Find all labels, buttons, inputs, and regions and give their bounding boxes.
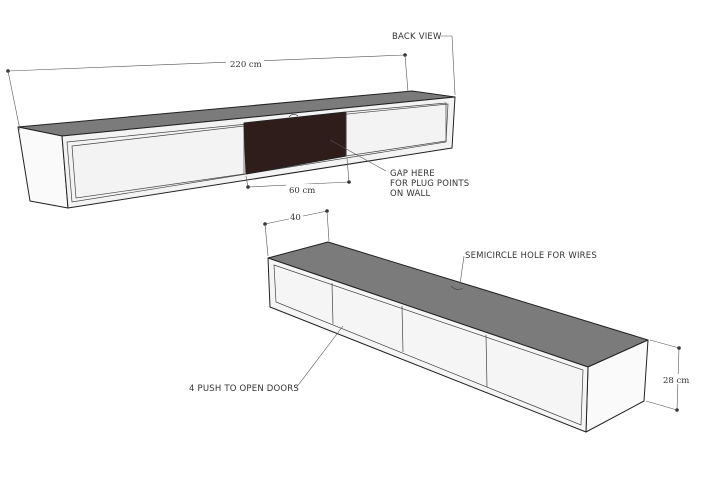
back-unit-right-panel xyxy=(345,102,447,157)
doors-note-callout: 4 PUSH TO OPEN DOORS xyxy=(189,325,344,394)
gap-width-label: 60 cm xyxy=(289,186,315,196)
gap-note-line-2: FOR PLUG POINTS xyxy=(390,179,469,189)
gap-note-line-1: GAP HERE xyxy=(390,169,435,179)
back-view-callout: BACK VIEW xyxy=(392,32,456,96)
door-width-label: 40 xyxy=(290,213,301,223)
back-unit-left-side xyxy=(17,126,69,209)
back-unit-left-panel xyxy=(71,125,245,199)
total-width-dimension: 220 cm xyxy=(6,53,409,131)
height-label: 28 cm xyxy=(663,376,689,386)
door-divider-1 xyxy=(331,282,334,325)
hole-note-label: SEMICIRCLE HOLE FOR WIRES xyxy=(465,251,597,261)
semicircle-wire-hole xyxy=(450,285,464,290)
gap-width-dimension: 60 cm xyxy=(245,157,351,196)
door-width-dimension: 40 xyxy=(263,209,330,257)
back-unit-wire-notch xyxy=(288,113,299,118)
front-view-unit xyxy=(267,241,649,433)
front-unit-front-face xyxy=(267,257,589,433)
door-divider-2 xyxy=(401,305,404,353)
total-width-label: 220 cm xyxy=(230,60,262,70)
front-unit-inner-frame xyxy=(273,264,584,426)
height-dimension: 28 cm xyxy=(645,339,692,412)
back-view-label: BACK VIEW xyxy=(392,32,442,42)
back-view-unit xyxy=(17,90,456,209)
doors-note-label: 4 PUSH TO OPEN DOORS xyxy=(189,384,299,394)
gap-note-callout: GAP HERE FOR PLUG POINTS ON WALL xyxy=(329,139,469,199)
door-divider-3 xyxy=(485,334,488,388)
gap-note-line-3: ON WALL xyxy=(390,189,430,199)
hole-note-callout: SEMICIRCLE HOLE FOR WIRES xyxy=(459,251,597,285)
